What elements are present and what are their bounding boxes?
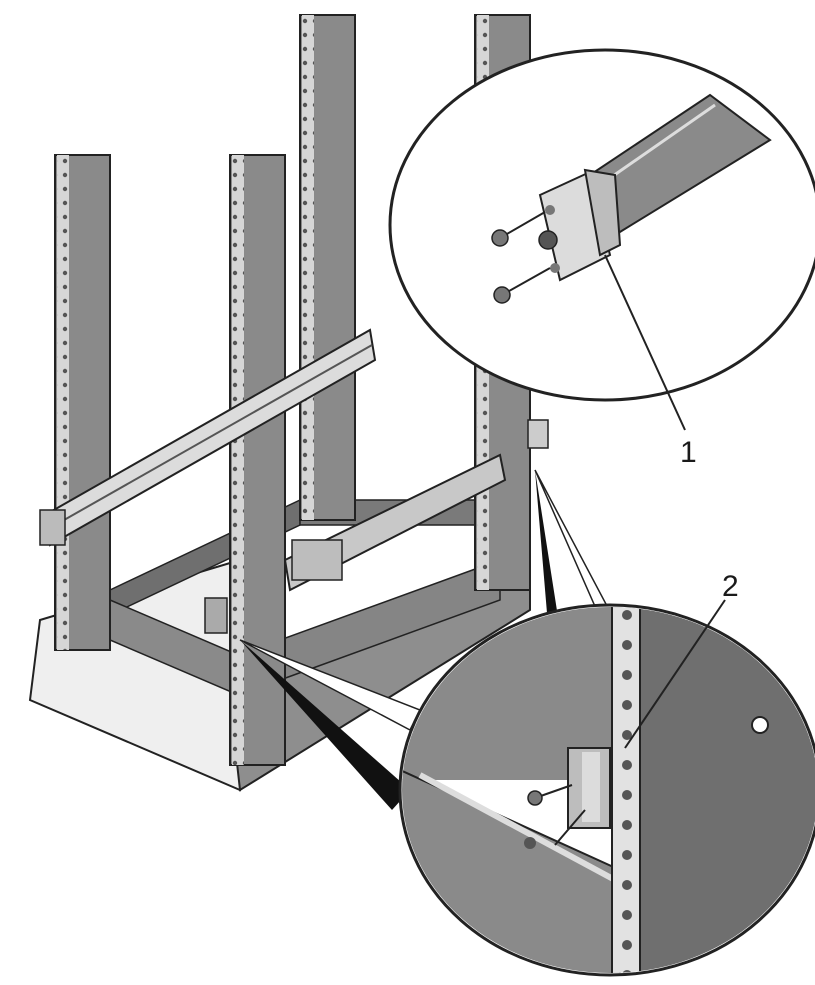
callout-2-label: 2 bbox=[722, 570, 739, 603]
front-bracket-left bbox=[204, 597, 228, 634]
callout-1-leader bbox=[604, 254, 686, 431]
zoom-cone-bottom bbox=[239, 469, 627, 810]
rear-left-post-holes bbox=[302, 15, 314, 520]
upper-rail-front-bracket bbox=[39, 509, 66, 546]
screw-icon bbox=[493, 267, 551, 304]
front-right-post-holes bbox=[232, 155, 244, 765]
front-left-post-holes bbox=[57, 155, 69, 650]
screw-icon bbox=[491, 211, 546, 247]
detail-circle-top bbox=[388, 48, 815, 431]
detail-circle-bottom bbox=[398, 599, 815, 977]
callout-2-leader bbox=[624, 599, 726, 749]
callout-1-label: 1 bbox=[680, 436, 697, 469]
detail-bottom-post-holes bbox=[611, 607, 641, 973]
rack-frame bbox=[28, 14, 531, 792]
screw-icon bbox=[527, 784, 573, 806]
rear-bracket-right bbox=[527, 419, 549, 449]
rails bbox=[39, 328, 549, 634]
lower-rail-bracket bbox=[291, 539, 343, 581]
screw-icon bbox=[554, 809, 586, 846]
